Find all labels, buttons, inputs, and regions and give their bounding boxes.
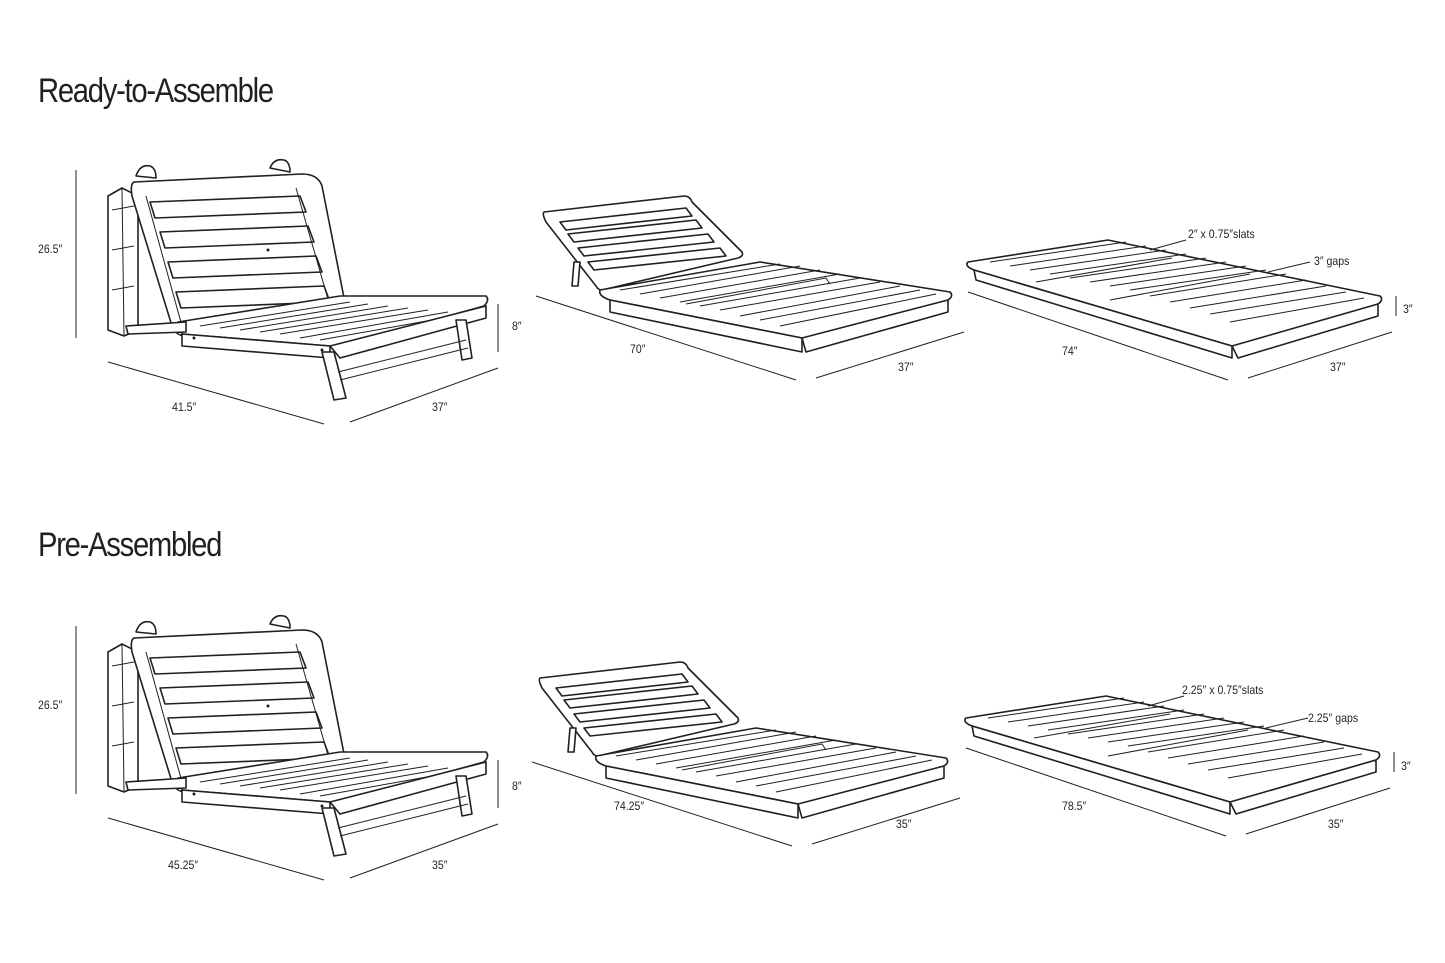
bed-width-label: 37″ [1330,360,1346,374]
chair-leg-height-label: 8″ [512,779,522,793]
bed-gaps-label: 2.25″ gaps [1308,711,1359,725]
chair-height-label: 26.5″ [38,698,63,712]
chair-drawing-ready-to-assemble [75,158,499,425]
section-title-pre-assembled: Pre-Assembled [38,526,222,564]
bed-thickness-label: 3″ [1401,759,1411,773]
recliner-length-label: 74.25″ [614,799,645,813]
bed-length-label: 74″ [1062,344,1078,358]
bed-gaps-label: 3″ gaps [1314,254,1350,268]
recliner-drawing-ready-to-assemble [535,195,965,381]
bed-length-label: 78.5″ [1062,799,1087,813]
chair-leg-height-label: 8″ [512,319,522,333]
bed-slats-label: 2.25″ x 0.75″slats [1182,683,1264,697]
bed-thickness-label: 3″ [1403,302,1413,316]
chair-width-label: 35″ [432,858,448,872]
chair-height-label: 26.5″ [38,242,63,256]
bed-slats-label: 2″ x 0.75″slats [1188,227,1255,241]
bed-width-label: 35″ [1328,817,1344,831]
chair-depth-label: 45.25″ [168,858,199,872]
chair-width-label: 37″ [432,400,448,414]
recliner-width-label: 35″ [896,817,912,831]
recliner-length-label: 70″ [630,342,646,356]
chair-drawing-pre-assembled [75,614,499,881]
recliner-width-label: 37″ [898,360,914,374]
chair-depth-label: 41.5″ [172,400,197,414]
section-title-ready-to-assemble: Ready-to-Assemble [38,72,274,110]
